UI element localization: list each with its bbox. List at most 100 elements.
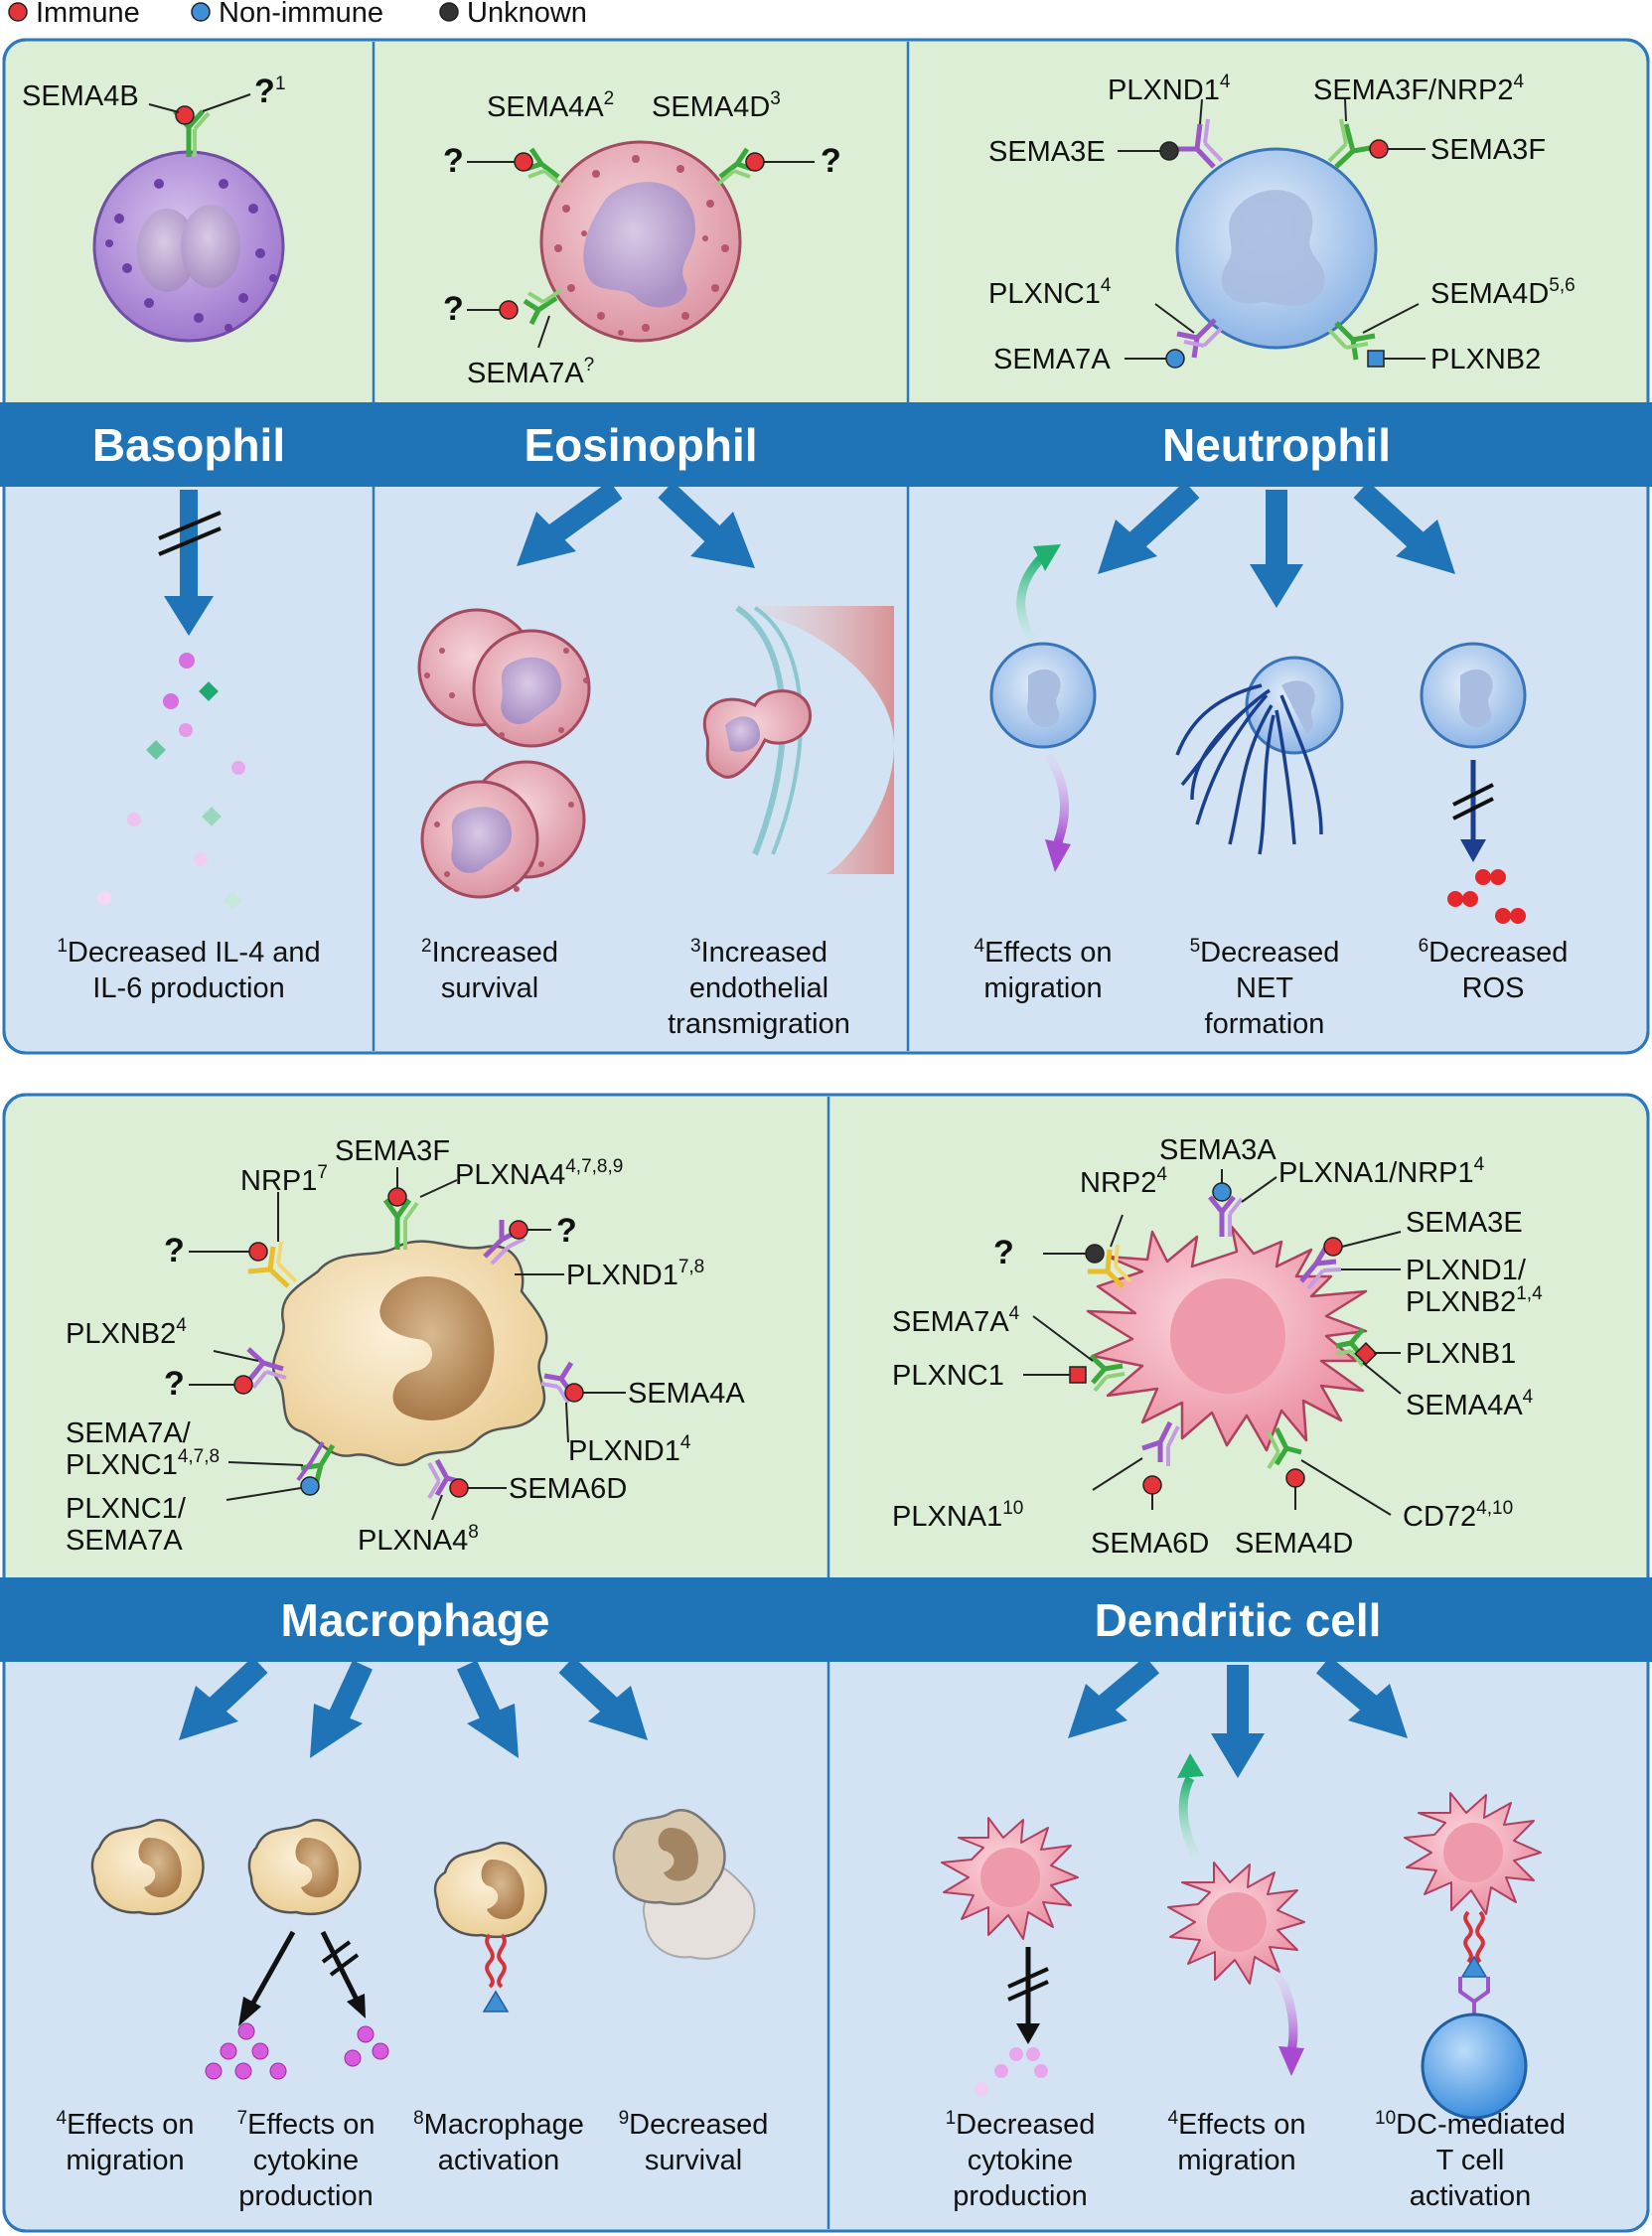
dc-plxnc1-ligand [1069, 1366, 1087, 1384]
dc-sema3a-label: SEMA3A [1159, 1134, 1277, 1166]
dc-plxnb1-label: PLXNB1 [1406, 1338, 1516, 1370]
neu-ros [1420, 642, 1527, 924]
dc-sema3a-ligand [1212, 1182, 1232, 1202]
dc-effects-illustrations [941, 1753, 1542, 2120]
neu-plxnd1-label: PLXND14 [1108, 72, 1231, 106]
dc-sema4a-label: SEMA4A4 [1406, 1387, 1534, 1421]
eosinophil-arrows [517, 481, 755, 568]
legend-nonimmune-label: Non-immune [219, 0, 383, 29]
dc-cd72-label: CD724,10 [1403, 1498, 1513, 1533]
mac-plxnc1sema7a-line2: SEMA7A [66, 1525, 183, 1557]
mac-effects-illustrations [90, 1809, 756, 2080]
neu-sema3e-label: SEMA3E [988, 136, 1106, 168]
mac-effect7-line3: production [238, 2180, 373, 2212]
neu-sema7a-label: SEMA7A [993, 344, 1111, 375]
dc-effect4-line1: 4Effects on [1167, 2108, 1305, 2141]
mac-plxnd1b-label: PLXND14 [568, 1432, 691, 1467]
dc-plxnd1-line2: PLXNB21,4 [1406, 1283, 1543, 1318]
eos-question-right: ? [821, 142, 841, 180]
neu-sema3f-label: SEMA3F [1430, 134, 1546, 166]
neu-plxnb2-ligand [1367, 350, 1385, 368]
mac-effect9-line1: 9Decreased [619, 2108, 769, 2141]
eos-question-bottom: ? [443, 290, 464, 328]
neu-effect5-line1: 5Decreased [1190, 936, 1340, 969]
dc-sema3e-ligand [1323, 1237, 1343, 1257]
mac-effect7-line1: 7Effects on [236, 2108, 375, 2141]
eos-effect3-line3: transmigration [668, 1008, 850, 1040]
macrophage-title: Macrophage [281, 1594, 550, 1646]
mac-plxna4top-label: PLXNA44,7,8,9 [455, 1156, 623, 1191]
eos-effect3-line2: endothelial [689, 972, 828, 1004]
dc-sema3e-label: SEMA3E [1406, 1207, 1523, 1239]
legend-immune-label: Immune [36, 0, 140, 29]
basophil-effect-line2: IL-6 production [92, 972, 284, 1004]
mac-sema3f-label: SEMA3F [335, 1135, 450, 1167]
macrophage-cell [246, 1198, 574, 1500]
eos-survival-cells [417, 608, 591, 899]
legend-nonimmune-dot [191, 2, 211, 22]
bottom-title-band [0, 1577, 1652, 1662]
dc-plxnc1-label: PLXNC1 [892, 1360, 1004, 1392]
neutrophil-arrows [1098, 481, 1455, 608]
basophil-title: Basophil [92, 419, 285, 471]
neu-net [1175, 656, 1344, 855]
eos-sema7a-ligand [499, 300, 519, 320]
dc-plxna1-label: PLXNA110 [892, 1498, 1023, 1533]
eos-sema4a-label: SEMA4A2 [487, 88, 614, 123]
dendritic-title: Dendritic cell [1095, 1594, 1382, 1646]
mac-plxnd1a-label: PLXND17,8 [566, 1257, 704, 1291]
legend-unknown-dot [439, 2, 459, 22]
mac-nrp1-label: NRP17 [240, 1162, 328, 1197]
mac-plxnc1-ligand [300, 1476, 320, 1496]
neu-effect5-line2: NET [1236, 972, 1293, 1004]
dc-sema6d-ligand [1142, 1475, 1162, 1495]
neu-sema7a-ligand [1165, 349, 1185, 369]
mac-effect9-line2: survival [645, 2145, 742, 2176]
dc-nrp2-label: NRP24 [1080, 1164, 1167, 1199]
dc-effect10-line2: T cell [1436, 2145, 1505, 2176]
mac-question-c: ? [164, 1365, 185, 1403]
dc-effect1-line1: 1Decreased [946, 2108, 1096, 2141]
mac-sema4a-label: SEMA4A [628, 1378, 745, 1410]
legend-unknown-label: Unknown [467, 0, 587, 29]
neu-sema3fnrp2-label: SEMA3F/NRP24 [1313, 72, 1524, 106]
neu-effect5-line3: formation [1205, 1008, 1325, 1040]
mac-effect4-line2: migration [66, 2145, 184, 2176]
mac-sema7aplxnc1-line1: SEMA7A/ [66, 1417, 192, 1449]
eos-transmigration [702, 605, 894, 874]
neu-sema3f-ligand [1369, 139, 1389, 159]
neu-sema3e-ligand [1159, 141, 1179, 161]
eosinophil-cell [523, 140, 753, 343]
neu-migration [989, 544, 1097, 872]
mac-q-b-ligand [509, 1220, 528, 1240]
neu-sema4d-label: SEMA4D5,6 [1430, 275, 1576, 310]
dendritic-arrows [1068, 1656, 1408, 1778]
dc-sema4d-label: SEMA4D [1235, 1528, 1353, 1560]
neu-effect6-line1: 6Decreased [1419, 936, 1569, 969]
mac-effect7-line2: cytokine [253, 2145, 359, 2176]
mac-q-a-ligand [248, 1242, 268, 1262]
mac-plxnb2-label: PLXNB24 [66, 1315, 187, 1350]
eos-effect2-line2: survival [441, 972, 538, 1004]
sema4b-label: SEMA4B [22, 80, 139, 112]
neutrophil-title: Neutrophil [1162, 419, 1391, 471]
eosinophil-title: Eosinophil [524, 419, 757, 471]
basophil-effect-line1: 1Decreased IL-4 and [57, 936, 320, 969]
mac-sema6d-ligand [449, 1478, 469, 1498]
macrophage-arrows [179, 1656, 648, 1758]
mac-sema6d-label: SEMA6D [509, 1473, 627, 1505]
mac-question-a: ? [164, 1232, 185, 1269]
top-title-band [0, 402, 1652, 487]
dc-effect1-line3: production [953, 2180, 1087, 2212]
dc-effect1-line2: cytokine [968, 2145, 1073, 2176]
neu-effect4-line2: migration [983, 972, 1102, 1004]
dc-plxnb1-ligand [1354, 1342, 1378, 1366]
basophil-question-sup: 1 [275, 74, 286, 94]
mac-effect4-line1: 4Effects on [56, 2108, 194, 2141]
neutrophil-cell [1174, 118, 1378, 361]
dc-effect10-line3: activation [1410, 2180, 1532, 2212]
neu-plxnc1-label: PLXNC14 [988, 275, 1112, 310]
dc-effect4-line2: migration [1177, 2145, 1295, 2176]
eos-effect3-line1: 3Increased [690, 936, 827, 969]
dc-sema4d-ligand [1285, 1468, 1305, 1488]
